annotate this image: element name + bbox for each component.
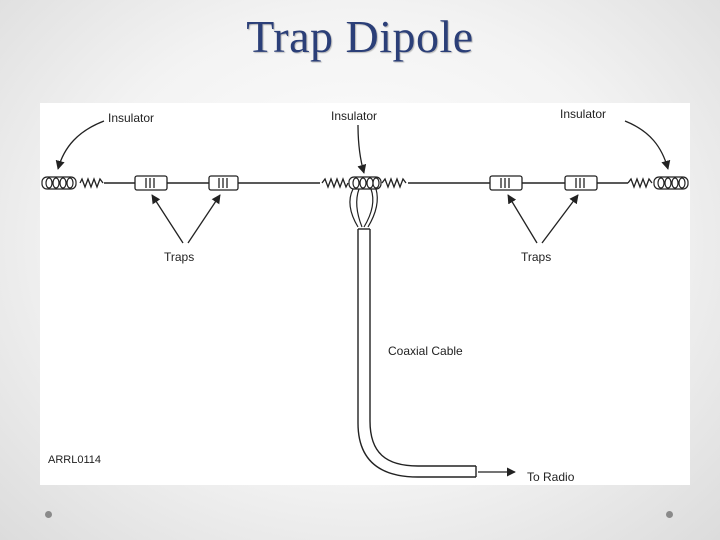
figure-credit: ARRL0114 [48,454,101,466]
insulator-right-icon [653,176,689,190]
label-to-radio: To Radio [527,470,575,484]
spring-right [627,177,653,189]
feed-leads [349,188,378,228]
arrow-trap [541,194,579,244]
arrow-trap [507,194,538,244]
trap-icon [134,175,168,191]
label-coaxial-cable: Coaxial Cable [388,344,463,358]
trap-dipole-diagram: Insulator Insulator Insulator Traps Trap… [40,103,690,485]
spring-center-right [381,177,407,189]
slide-bullet-dot [45,511,52,518]
insulator-left-icon [41,176,77,190]
arrow-trap [187,194,221,244]
trap-icon [564,175,598,191]
arrow-trap [151,194,184,244]
label-traps-left: Traps [164,250,194,264]
trap-icon [208,175,239,191]
spring-center-left [321,177,349,189]
slide-bullet-dot [666,511,673,518]
label-insulator-right: Insulator [560,107,606,121]
arrow-insulator-center [357,124,367,174]
spring-left [79,177,104,189]
coaxial-cable [357,228,477,478]
slide-title: Trap Dipole [246,11,474,62]
label-insulator-left: Insulator [108,111,154,125]
label-insulator-center: Insulator [331,109,377,123]
insulator-center-icon [348,176,382,190]
label-traps-right: Traps [521,250,551,264]
trap-icon [489,175,523,191]
arrow-insulator-left [55,120,105,170]
diagram-svg: Insulator Insulator Insulator Traps Trap… [41,107,689,484]
arrow-insulator-right [624,120,671,170]
